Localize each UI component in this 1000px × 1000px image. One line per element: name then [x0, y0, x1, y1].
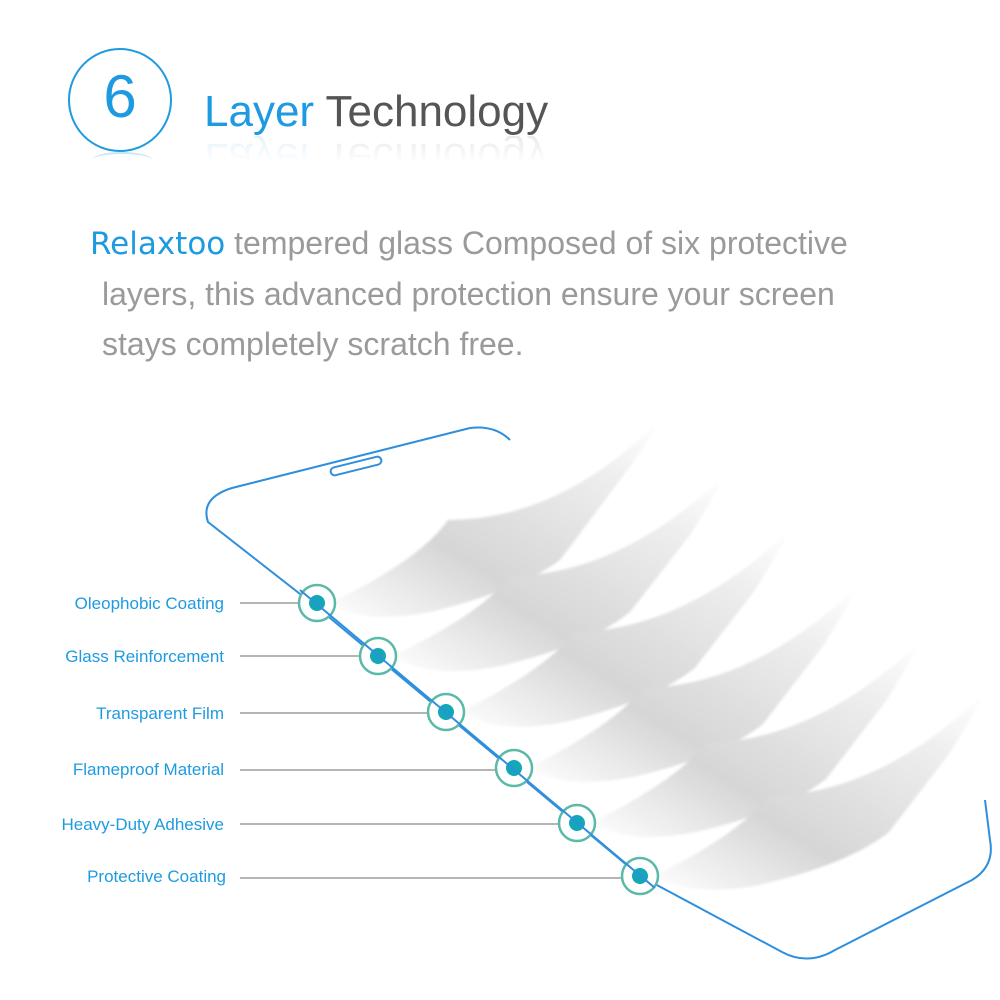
speaker-slot-icon	[329, 455, 383, 477]
label-heavy-duty-adhesive: Heavy-Duty Adhesive	[61, 815, 224, 834]
description: Relaxtoo tempered glass Composed of six …	[90, 225, 848, 362]
badge-reflection	[92, 152, 152, 168]
label-oleophobic-coating: Oleophobic Coating	[74, 594, 224, 613]
brand-name: Relaxtoo	[90, 226, 226, 262]
leader-lines	[240, 602, 625, 879]
label-protective-coating: Protective Coating	[87, 867, 226, 886]
label-flameproof-material: Flameproof Material	[72, 760, 224, 779]
glass-edge-line	[299, 589, 656, 889]
layer-curls	[330, 420, 984, 890]
badge-number: 6	[103, 63, 137, 130]
phone-outline-icon	[205, 426, 992, 960]
label-glass-reinforcement: Glass Reinforcement	[65, 647, 224, 666]
label-transparent-film: Transparent Film	[96, 704, 224, 723]
number-badge: 6	[68, 48, 172, 152]
page-title: Layer Technology	[204, 87, 549, 136]
